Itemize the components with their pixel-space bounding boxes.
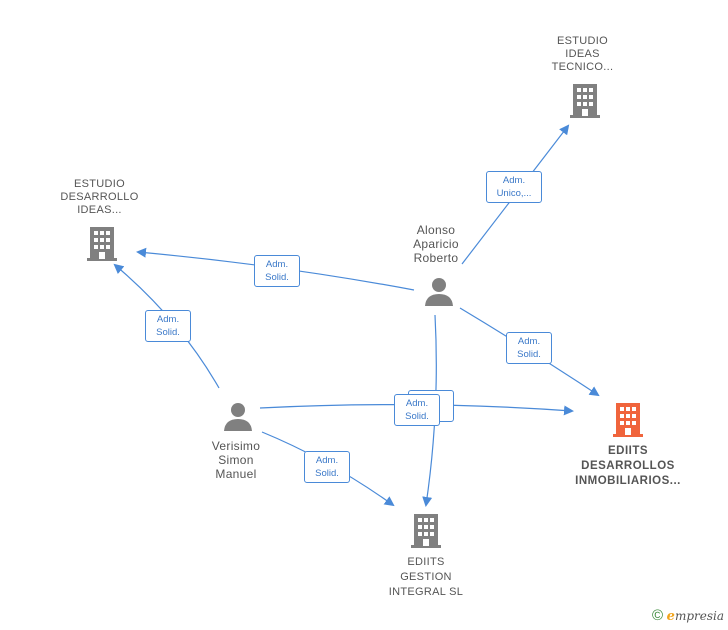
node-label-ediits-desarrollos[interactable]: EDIITS DESARROLLOS INMOBILIARIOS... xyxy=(575,445,681,487)
building-icon[interactable] xyxy=(411,514,441,548)
brand-footer: © empresia xyxy=(652,607,724,624)
edge-label-alonso-estudio-ideas[interactable]: Adm. Unico,... xyxy=(486,171,542,203)
building-icon[interactable] xyxy=(570,84,600,118)
edge-label-alonso-estudio-desarrollo[interactable]: Adm. Solid. xyxy=(254,255,300,287)
node-label-estudio-desarrollo-ideas[interactable]: ESTUDIO DESARROLLO IDEAS... xyxy=(60,178,139,216)
brand-logo-e: e xyxy=(666,609,675,624)
edge-label-verisimo-estudio-desarrollo[interactable]: Adm. Solid. xyxy=(145,310,191,342)
node-label-verisimo-simon-manuel[interactable]: Verisimo Simon Manuel xyxy=(211,439,261,481)
node-label-alonso-aparicio-roberto[interactable]: Alonso Aparicio Roberto xyxy=(413,223,459,265)
building-focus-icon[interactable] xyxy=(613,403,643,437)
person-icon[interactable] xyxy=(424,276,454,306)
copyright-symbol: © xyxy=(651,607,664,624)
edge-label-verisimo-ediits-desarrollos[interactable]: Adm. Solid. xyxy=(394,394,440,426)
edge-label-alonso-ediits-desarrollos[interactable]: Adm. Solid. xyxy=(506,332,552,364)
person-icon[interactable] xyxy=(223,401,253,431)
node-label-estudio-ideas-tecnico[interactable]: ESTUDIO IDEAS TECNICO... xyxy=(551,35,614,73)
edge-label-verisimo-ediits-gestion[interactable]: Adm. Solid. xyxy=(304,451,350,483)
brand-name: mpresia xyxy=(674,609,724,623)
building-icon[interactable] xyxy=(87,227,117,261)
node-label-ediits-gestion[interactable]: EDIITS GESTION INTEGRAL SL xyxy=(388,556,464,598)
